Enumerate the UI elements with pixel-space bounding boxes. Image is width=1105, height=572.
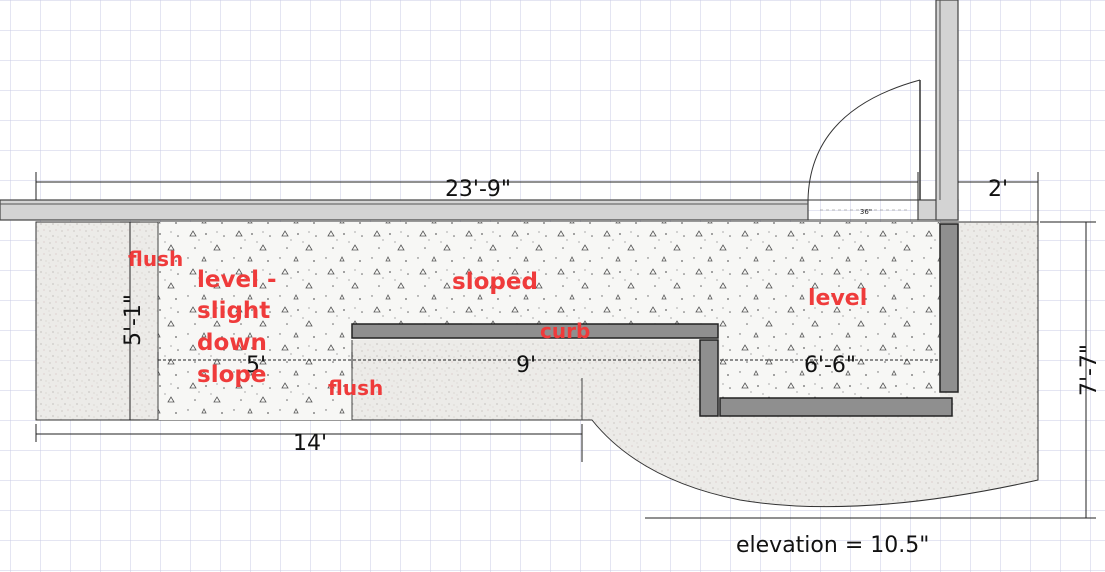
dimension-right-offset-label: 2': [988, 177, 1008, 202]
dimension-right-run-label: 6'-6": [804, 353, 856, 378]
note-flush-bottom: flush: [328, 376, 383, 400]
note-level-right: level: [808, 286, 867, 311]
note-curb: curb: [540, 319, 590, 343]
dimension-right-depth: [645, 221, 1096, 519]
curb-bottom: [719, 397, 953, 417]
dimension-overall-width: [35, 172, 919, 200]
concrete-slab: [158, 222, 940, 420]
note-level-left-line-1: level -: [197, 267, 277, 293]
dimension-overall-width-label: 23'-9": [445, 177, 511, 202]
dimension-left-bottom-label: 14': [293, 431, 327, 456]
door-width-label: 36": [860, 208, 872, 216]
house-wall-vertical: [935, 0, 959, 221]
dimension-right-run: [720, 352, 941, 368]
dimension-left-depth: [120, 221, 140, 421]
dimension-left-bottom: [35, 424, 583, 462]
note-flush-top: flush: [128, 247, 183, 271]
dimension-curb-run-label: 9': [516, 353, 536, 378]
note-level-left-line-2: slight: [197, 298, 270, 324]
curb-right: [939, 223, 959, 393]
dimension-left-depth-label: 5'-1": [121, 294, 146, 346]
house-wall: [0, 199, 809, 221]
elevation-label: elevation = 10.5": [736, 533, 929, 558]
dimension-inner-run: [157, 352, 701, 368]
note-sloped: sloped: [452, 269, 538, 295]
dimension-right-offset: [958, 172, 1039, 222]
dimension-left-inner-label: 5': [246, 353, 266, 378]
note-level-left-line-4: slope: [197, 362, 266, 388]
curb-top: [351, 323, 719, 339]
note-level-left-line-3: down: [197, 330, 267, 356]
door-icon: [807, 79, 921, 221]
note-level-left: level - slight down slope: [197, 267, 285, 388]
dimension-right-depth-label: 7'-7": [1077, 344, 1102, 396]
curb-vertical: [699, 339, 719, 417]
